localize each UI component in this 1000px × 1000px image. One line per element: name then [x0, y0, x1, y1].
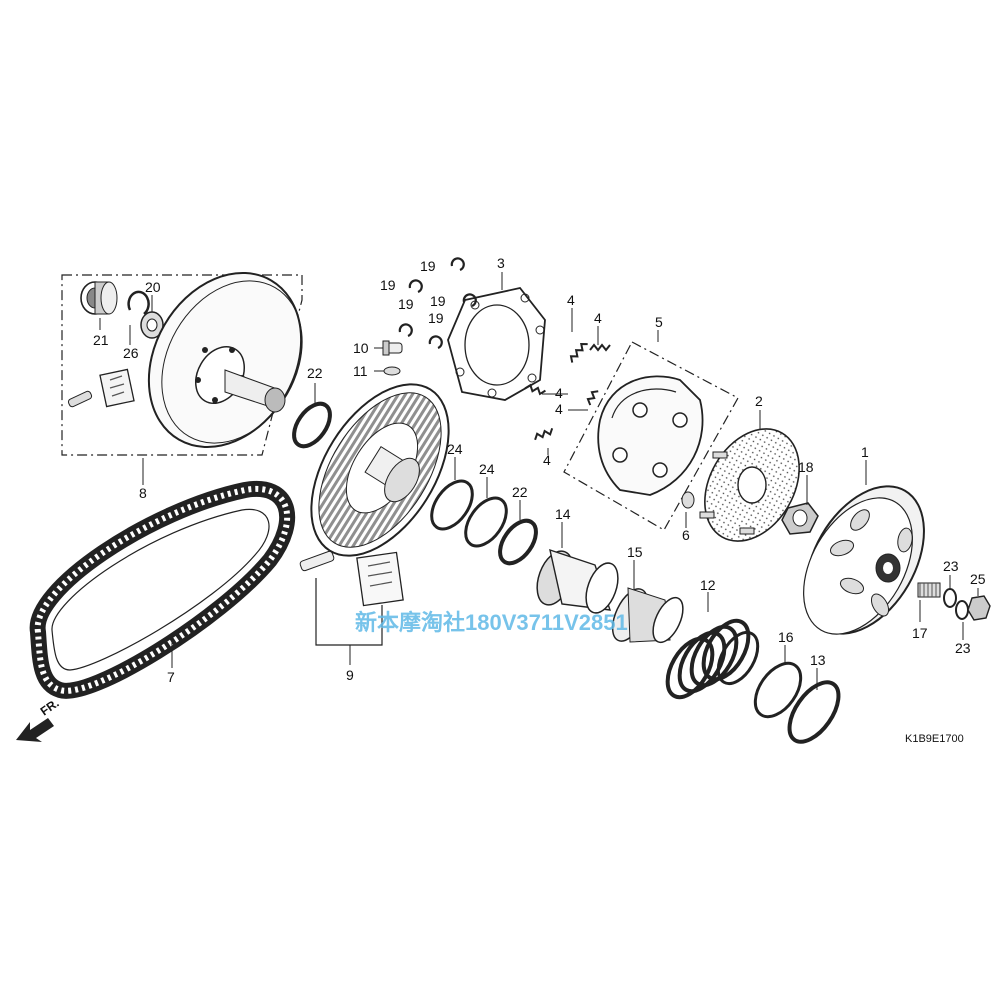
callout-8: 8: [139, 485, 147, 501]
callout-4-a: 4: [567, 292, 575, 308]
washer-23-a: [943, 588, 957, 608]
callout-19-b: 19: [380, 277, 396, 293]
e-clip-19-d: [398, 323, 413, 338]
callout-4-e: 4: [543, 452, 551, 468]
pin-10: [382, 340, 403, 356]
callout-1: 1: [861, 444, 869, 460]
callout-18: 18: [798, 459, 814, 475]
leader-9-bracket: [315, 578, 383, 646]
stud-17: [917, 582, 941, 598]
guide-pin: [67, 390, 93, 408]
guide-roller-pin: [299, 550, 335, 572]
gasket-plate: [447, 287, 546, 401]
callout-26: 26: [123, 345, 139, 361]
callout-24-a: 24: [447, 441, 463, 457]
grease-pack-9: [356, 551, 404, 607]
clutch-spring-d: [586, 390, 599, 406]
seal-collar-15: [611, 587, 684, 644]
needle-bearing: [80, 281, 118, 315]
washer-6: [681, 491, 695, 509]
collar-14: [536, 548, 619, 614]
callout-23-b: 23: [955, 640, 971, 656]
e-clip-19-a: [450, 257, 465, 272]
callout-19-d: 19: [398, 296, 414, 312]
drive-belt: [29, 480, 296, 699]
o-ring-22-left: [292, 401, 332, 449]
callout-19-c: 19: [430, 293, 446, 309]
circlip-26: [127, 290, 150, 315]
callout-5: 5: [655, 314, 663, 330]
o-ring-24-a: [430, 479, 474, 531]
callout-20: 20: [145, 279, 161, 295]
callout-9: 9: [346, 667, 354, 683]
callout-23-a: 23: [943, 558, 959, 574]
diagram-code: K1B9E1700: [905, 733, 964, 745]
callout-11: 11: [353, 363, 368, 379]
clutch-shoe-assembly: [597, 375, 704, 496]
clutch-spring-a: [569, 342, 588, 363]
o-ring-16: [753, 661, 803, 719]
callout-15: 15: [627, 544, 643, 560]
callout-13: 13: [810, 652, 826, 668]
o-ring-13: [787, 680, 841, 744]
callout-2: 2: [755, 393, 763, 409]
watermark-text: 新本摩淘社180V3711V2851: [355, 610, 628, 635]
callout-22-b: 22: [512, 484, 528, 500]
o-ring-24-b: [464, 496, 508, 548]
callout-12: 12: [700, 577, 716, 593]
e-clip-19-c: [462, 293, 477, 308]
e-clip-19-b: [408, 279, 423, 294]
clutch-outer: [803, 485, 925, 635]
grease-pack: [99, 368, 135, 408]
movable-driven-face: [310, 383, 450, 557]
callout-6: 6: [682, 527, 690, 543]
callout-17: 17: [912, 625, 928, 641]
callout-22-a: 22: [307, 365, 323, 381]
callout-19-a: 19: [420, 258, 436, 274]
callout-25: 25: [970, 571, 986, 587]
e-clip-19-e: [428, 335, 443, 350]
callout-4-d: 4: [555, 401, 563, 417]
clutch-spring-c: [524, 383, 546, 396]
callout-21: 21: [93, 332, 109, 348]
leader-lines: [99, 272, 979, 690]
callout-4-c: 4: [555, 385, 563, 401]
group-box-5: [563, 341, 739, 531]
front-arrow-icon: [16, 718, 54, 742]
washer-23-b: [955, 600, 969, 620]
callout-7: 7: [167, 669, 175, 685]
callout-4-b: 4: [594, 310, 602, 326]
washer-11: [383, 366, 401, 376]
o-ring-22-right: [498, 518, 538, 566]
nut-25: [967, 595, 991, 621]
front-marker-label: FR.: [38, 696, 62, 719]
callout-3: 3: [497, 255, 505, 271]
nut-18: [781, 502, 819, 535]
driven-spring: [665, 618, 760, 700]
callout-10: 10: [353, 340, 369, 356]
clutch-spring-e: [534, 428, 554, 441]
callout-19-e: 19: [428, 310, 444, 326]
callout-24-b: 24: [479, 461, 495, 477]
clutch-spring-b: [589, 343, 611, 352]
callout-16: 16: [778, 629, 794, 645]
driven-face: [147, 271, 303, 449]
callout-14: 14: [555, 506, 571, 522]
drive-plate: [699, 428, 800, 542]
